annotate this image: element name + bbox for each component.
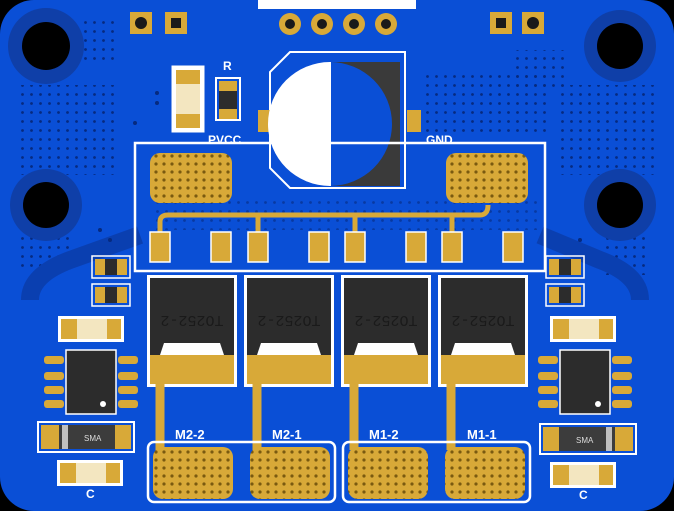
cap-left-label: C	[86, 487, 95, 501]
capacitor-bottom-left	[57, 460, 123, 486]
capacitor-bottom-right	[550, 462, 616, 488]
driver-ic-left	[44, 349, 138, 415]
diode-right-label: SMA	[576, 436, 594, 445]
mounting-hole-top-left	[8, 8, 84, 84]
diode-left	[37, 421, 135, 453]
gnd-label: GND	[426, 133, 453, 147]
driver-ic-right	[538, 349, 632, 415]
mosfet-2-package: TO252-2	[257, 311, 320, 328]
output-pad-m1-2	[348, 447, 428, 499]
mounting-hole-mid-right	[584, 169, 656, 241]
output-pad-m2-2	[153, 447, 233, 499]
diode-left-label: SMA	[84, 434, 102, 443]
mosfet-4: TO252-2	[438, 275, 528, 387]
output-pad-m1-1	[445, 447, 525, 499]
resistor	[215, 77, 241, 121]
pad-label-m1-2: M1-2	[369, 427, 399, 442]
mounting-hole-top-right	[584, 10, 656, 82]
mosfet-1: TO252-2	[147, 275, 237, 387]
mosfet-2: TO252-2	[244, 275, 334, 387]
passives-left	[58, 255, 131, 342]
mounting-hole-mid-left	[10, 169, 82, 241]
mosfet-4-package: TO252-2	[451, 311, 514, 328]
mosfet-1-package: TO252-2	[160, 311, 223, 328]
power-pad-left	[150, 153, 232, 203]
pad-label-m2-1: M2-1	[272, 427, 302, 442]
electrolytic-capacitor	[258, 51, 421, 189]
resistor-label: R	[223, 59, 232, 73]
pvcc-label: PVCC	[208, 133, 242, 147]
pad-label-m1-1: M1-1	[467, 427, 497, 442]
diode-right	[539, 423, 637, 455]
cap-right-label: C	[579, 488, 588, 502]
output-pad-m2-1	[250, 447, 330, 499]
passives-right	[545, 255, 616, 342]
mosfet-3-package: TO252-2	[354, 311, 417, 328]
mosfet-3: TO252-2	[341, 275, 431, 387]
header-pads	[130, 12, 544, 35]
mosfet-pin-pads	[149, 231, 524, 263]
power-pad-right	[446, 153, 528, 203]
capacitor-top	[171, 65, 205, 133]
pad-label-m2-2: M2-2	[175, 427, 205, 442]
